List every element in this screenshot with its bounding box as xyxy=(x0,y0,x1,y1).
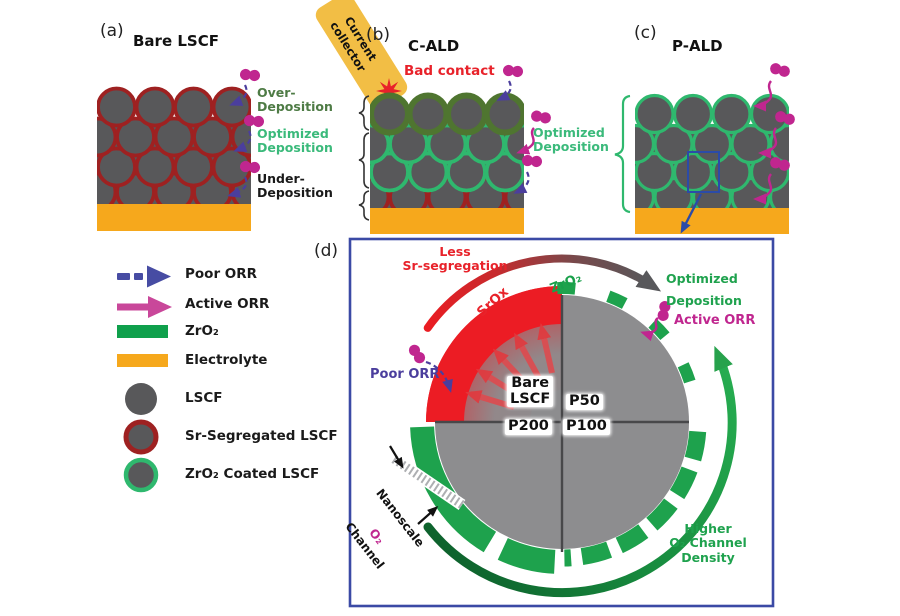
legend-label-electrolyte: Electrolyte xyxy=(185,352,268,368)
zoom-region-box xyxy=(687,151,720,193)
less-sr-label: Less Sr-segregation xyxy=(402,244,508,274)
panel-a-tag: (a) xyxy=(100,21,124,41)
poor-orr-arrows xyxy=(227,80,530,198)
less-sr-arc-arrow xyxy=(423,254,662,332)
optimized-deposition-right-label: Optimized Deposition xyxy=(533,125,609,155)
sr-segregation-arrows xyxy=(465,323,555,410)
quadrant-label-p100: P100 xyxy=(563,418,610,435)
legend-label-poor-orr: Poor ORR xyxy=(185,266,258,282)
higher-density-label: Higher O₂ Channel Density xyxy=(669,521,747,565)
panel-a-title: Bare LSCF xyxy=(133,32,219,50)
active-orr-arrow-d xyxy=(640,317,659,342)
poor-orr-dashed-arrow-icon xyxy=(117,265,171,288)
quadrant-lines xyxy=(435,295,689,552)
panel-b-title: C-ALD xyxy=(408,37,460,55)
electrolyte-bar-c xyxy=(635,208,789,234)
over-deposition-label: Over- Deposition xyxy=(257,85,333,115)
p200-zro2-band xyxy=(497,537,556,574)
active-orr-arrow-icon xyxy=(117,296,172,318)
legend-icons xyxy=(117,265,172,493)
zro2-bar-icon xyxy=(117,325,168,338)
p-ald-brace xyxy=(614,94,631,214)
zro2-coated-circle-icon xyxy=(123,457,159,493)
poor-orr-molecule-d xyxy=(405,343,429,365)
panel-d-border xyxy=(348,237,775,608)
legend-label-lscf: LSCF xyxy=(185,390,223,406)
legend-label-sr-segregated: Sr-Segregated LSCF xyxy=(185,428,338,444)
higher-density-arc-arrow xyxy=(423,345,737,598)
particle-stack-c xyxy=(635,93,789,234)
quadrant-label-p200: P200 xyxy=(505,418,552,435)
panel-d-graphics xyxy=(348,237,775,608)
legend-label-zro2: ZrO₂ xyxy=(185,323,219,339)
quadrant-label-p50: P50 xyxy=(566,393,603,410)
nanoscale-channel-slot xyxy=(391,455,467,510)
poor-orr-label-d: Poor ORR xyxy=(370,367,440,382)
sr-segregated-circle-icon xyxy=(123,419,159,455)
active-orr-label-d: Active ORR xyxy=(674,313,756,328)
zoom-arrow xyxy=(680,193,703,234)
panel-d-tag: (d) xyxy=(314,241,339,261)
electrolyte-bar-icon xyxy=(117,354,168,367)
lscf-circle-icon xyxy=(125,383,157,415)
bad-contact-label: Bad contact xyxy=(404,63,495,79)
legend-label-active-orr: Active ORR xyxy=(185,296,270,312)
particle-stack-b xyxy=(370,92,524,234)
optimized-deposition-label: Optimized Deposition xyxy=(257,126,333,156)
electrolyte-bar-b xyxy=(370,208,524,234)
under-deposition-label: Under- Deposition xyxy=(257,171,333,201)
particle-stack-a xyxy=(97,86,251,231)
row-braces xyxy=(358,95,370,221)
panel-b-tag: (b) xyxy=(366,25,391,45)
electrolyte-bar-a xyxy=(97,204,251,231)
channel-dimension-arrows xyxy=(389,445,439,525)
p100-zro2-dashes xyxy=(564,430,707,567)
poor-orr-arrow-d xyxy=(425,360,453,393)
legend-label-zro2-coated: ZrO₂ Coated LSCF xyxy=(185,466,320,482)
panel-c-tag: (c) xyxy=(634,23,657,43)
panel-c-title: P-ALD xyxy=(672,37,723,55)
active-orr-arrows xyxy=(516,80,778,205)
quadrant-label-bare-lscf: Bare LSCF xyxy=(507,375,554,408)
optimized-deposition-label-d: Optimized Deposition xyxy=(666,271,742,308)
